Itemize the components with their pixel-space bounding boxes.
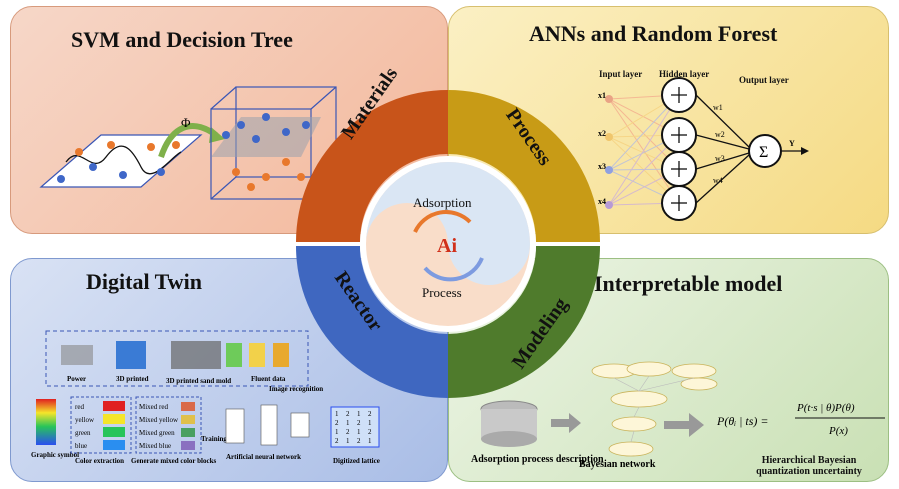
svg-text:w3: w3: [715, 154, 725, 163]
svg-text:3D printed: 3D printed: [116, 375, 149, 383]
svm-decision-tree-panel: SVM and Decision Tree Φ: [10, 6, 448, 234]
svg-text:green: green: [75, 429, 91, 437]
point: [157, 168, 165, 176]
formula-denominator: P(x): [828, 425, 848, 437]
bayes-label: Bayesian network: [579, 459, 656, 470]
ann-random-forest-panel: ANNs and Random Forest Input layer Hidde…: [448, 6, 889, 234]
formula-numerator: P(t·s | θ)P(θ): [796, 402, 855, 414]
mapping-arrow: [158, 123, 218, 159]
ai-label: Ai: [437, 235, 457, 257]
digital-twin-title: Digital Twin: [86, 269, 202, 294]
input-layer-label: Input layer: [599, 69, 643, 79]
svg-text:Artificial neural network: Artificial neural network: [226, 453, 301, 461]
hidden-layer-label: Hidden layer: [659, 69, 710, 79]
point: [172, 141, 180, 149]
digital-twin-workflow: Power 3D printed 3D printed sand mold Fl…: [31, 330, 380, 465]
lattice-cell: 1: [346, 419, 350, 427]
arrow-right: [664, 413, 704, 437]
svg-text:blue: blue: [75, 442, 87, 450]
svg-text:w2: w2: [715, 130, 725, 139]
digitized-lattice: [330, 406, 380, 448]
point: [147, 143, 155, 151]
svm-illustration: Φ: [39, 86, 337, 200]
lattice-cell: 2: [357, 437, 361, 445]
svg-text:Mixed red: Mixed red: [139, 403, 168, 411]
svg-text:x3: x3: [598, 162, 606, 171]
lattice-cell: 1: [368, 437, 372, 445]
svg-text:Color extraction: Color extraction: [75, 457, 124, 465]
svg-text:Digitized lattice: Digitized lattice: [333, 457, 380, 465]
svg-text:3D printed sand mold: 3D printed sand mold: [166, 377, 231, 385]
lattice-cell: 2: [335, 437, 339, 445]
point: [75, 148, 83, 156]
svg-text:Mixed green: Mixed green: [139, 429, 175, 437]
svg-text:Graphic symbol: Graphic symbol: [31, 451, 79, 459]
lattice-cell: 1: [335, 428, 339, 436]
printer-image: [116, 341, 146, 369]
svg-text:x4: x4: [598, 197, 606, 206]
svg-text:x1: x1: [598, 91, 606, 100]
point: [89, 163, 97, 171]
lattice-cell: 2: [335, 419, 339, 427]
ann-title: ANNs and Random Forest: [529, 21, 778, 46]
interpretable-model-panel: Interpretable model Adsorption process d…: [448, 258, 889, 482]
svg-text:Power: Power: [67, 375, 86, 383]
lattice-cell: 1: [357, 428, 361, 436]
adsorption-column: [481, 431, 537, 447]
svg-text:Mixed blue: Mixed blue: [139, 442, 171, 450]
lattice-cell: 1: [335, 410, 339, 418]
hierarchical-label: Hierarchical Bayesian quantization uncer…: [756, 455, 862, 477]
point: [119, 171, 127, 179]
powder-image: [61, 345, 93, 365]
graphic-symbol-bar: [36, 399, 56, 445]
svg-text:Mixed yellow: Mixed yellow: [139, 416, 179, 424]
interpretable-title: Interpretable model: [594, 271, 783, 296]
point: [57, 175, 65, 183]
neural-network-diagram: x1 x2 x3 x4 w1 w2 w3 w4 Σ Y: [598, 77, 809, 221]
lattice-cell: 1: [368, 419, 372, 427]
svg-text:Training: Training: [201, 435, 227, 443]
sum-symbol: Σ: [759, 144, 768, 161]
lattice-cell: 2: [346, 428, 350, 436]
svg-text:Fluent data: Fluent data: [251, 375, 286, 383]
adsorption-desc-label: Adsorption process description: [471, 454, 604, 465]
lattice-cell: 2: [368, 428, 372, 436]
lattice-cell: 2: [368, 410, 372, 418]
sum-node: [748, 134, 782, 168]
lattice-cell: 1: [357, 410, 361, 418]
digital-twin-panel: Digital Twin Power 3D printed 3D printed…: [10, 258, 448, 482]
output-y: Y: [789, 139, 795, 148]
bayesian-diagram: Adsorption process description Bayesian …: [471, 361, 885, 470]
svg-text:Generate mixed color blocks: Generate mixed color blocks: [131, 457, 216, 465]
svm-title: SVM and Decision Tree: [71, 27, 293, 52]
phi-label: Φ: [181, 115, 191, 130]
lattice-cell: 2: [357, 419, 361, 427]
svg-text:yellow: yellow: [75, 416, 95, 424]
formula-lhs: P(θᵢ | ts) =: [716, 414, 769, 428]
fluent-image-1: [226, 343, 242, 367]
svg-text:Image recognition: Image recognition: [269, 385, 323, 393]
output-layer-label: Output layer: [739, 75, 789, 85]
lattice-cell: 1: [346, 437, 350, 445]
svg-text:red: red: [75, 403, 84, 411]
svg-text:w4: w4: [713, 176, 723, 185]
sand-mold-image: [171, 341, 221, 369]
arrow-right: [551, 413, 581, 433]
point: [107, 141, 115, 149]
svg-text:w1: w1: [713, 103, 723, 112]
lattice-cell: 2: [346, 410, 350, 418]
svg-text:x2: x2: [598, 129, 606, 138]
